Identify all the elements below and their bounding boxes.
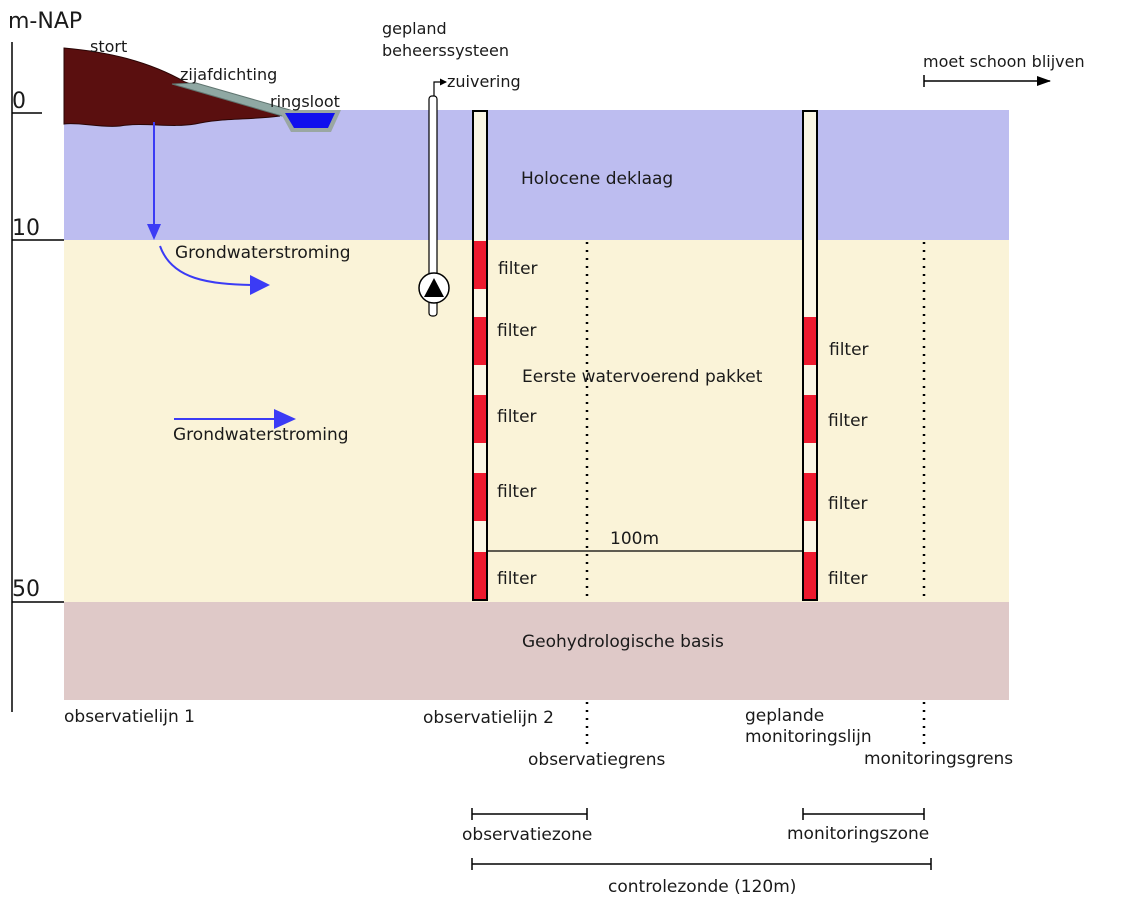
label-stort: stort — [90, 37, 127, 56]
curved-flow-arrow-head — [250, 275, 270, 295]
label-observatiezone: observatiezone — [462, 825, 592, 845]
label-zijafdichting: zijafdichting — [180, 65, 277, 84]
filter-mon-2 — [804, 395, 816, 443]
tick-label-0: 0 — [12, 89, 26, 114]
tick-label-10: 10 — [12, 216, 40, 241]
label-gepland-1: gepland — [382, 19, 447, 38]
label-monitoringsgrens: monitoringsgrens — [864, 749, 1013, 769]
pump-triangle-icon — [424, 278, 444, 297]
label-geplande-2: monitoringslijn — [745, 727, 872, 747]
filter-label-mon-4: filter — [828, 569, 868, 589]
filter-label-mon-2: filter — [828, 411, 868, 431]
aquifer-layer — [64, 240, 1009, 602]
label-controlezone: controlezonde (120m) — [608, 877, 796, 897]
filter-mon-4 — [804, 552, 816, 599]
label-geohydro: Geohydrologische basis — [522, 632, 724, 652]
pump-well-tube — [428, 95, 438, 317]
landfill-mound — [63, 47, 281, 127]
filter-label-obs-4: filter — [497, 482, 537, 502]
filter-label-mon-1: filter — [829, 340, 869, 360]
geohydro-basis-layer — [64, 602, 1009, 700]
filter-label-mon-3: filter — [828, 494, 868, 514]
discharge-arrow — [433, 78, 447, 96]
label-grondwater-2: Grondwaterstroming — [173, 425, 349, 445]
label-eerste: Eerste watervoerend pakket — [522, 367, 763, 387]
label-moet-schoon: moet schoon blijven — [923, 52, 1085, 71]
axis-unit: m-NAP — [8, 9, 82, 34]
label-ringsloot: ringsloot — [270, 92, 340, 111]
holocene-layer — [64, 110, 1009, 240]
label-grondwater-1: Grondwaterstroming — [175, 243, 351, 263]
filter-obs-2 — [474, 317, 486, 365]
filter-obs-5 — [474, 552, 486, 599]
filter-mon-3 — [804, 473, 816, 521]
label-distance: 100m — [610, 529, 659, 549]
label-obs1: observatielijn 1 — [64, 707, 195, 727]
label-obs2: observatielijn 2 — [423, 708, 554, 728]
label-zuivering: zuivering — [447, 72, 521, 91]
seepage-arrow-head — [147, 224, 161, 240]
filter-obs-3 — [474, 395, 486, 443]
filter-label-obs-3: filter — [497, 407, 537, 427]
filter-obs-4 — [474, 473, 486, 521]
filter-label-obs-2: filter — [497, 321, 537, 341]
ring-ditch-water — [285, 113, 335, 128]
straight-flow-arrow-head — [274, 409, 296, 429]
label-geplande-1: geplande — [745, 706, 824, 726]
label-holocene: Holocene deklaag — [521, 169, 673, 189]
label-observatiegrens: observatiegrens — [528, 750, 665, 770]
label-monitoringszone: monitoringszone — [787, 824, 929, 844]
filter-mon-1 — [804, 317, 816, 365]
filter-obs-1 — [474, 241, 486, 289]
filter-label-obs-5: filter — [497, 569, 537, 589]
curved-flow-arrow — [159, 245, 253, 286]
filter-label-obs-1: filter — [498, 259, 538, 279]
label-gepland-2: beheerssysteen — [382, 41, 509, 60]
tick-label-50: 50 — [12, 577, 40, 602]
